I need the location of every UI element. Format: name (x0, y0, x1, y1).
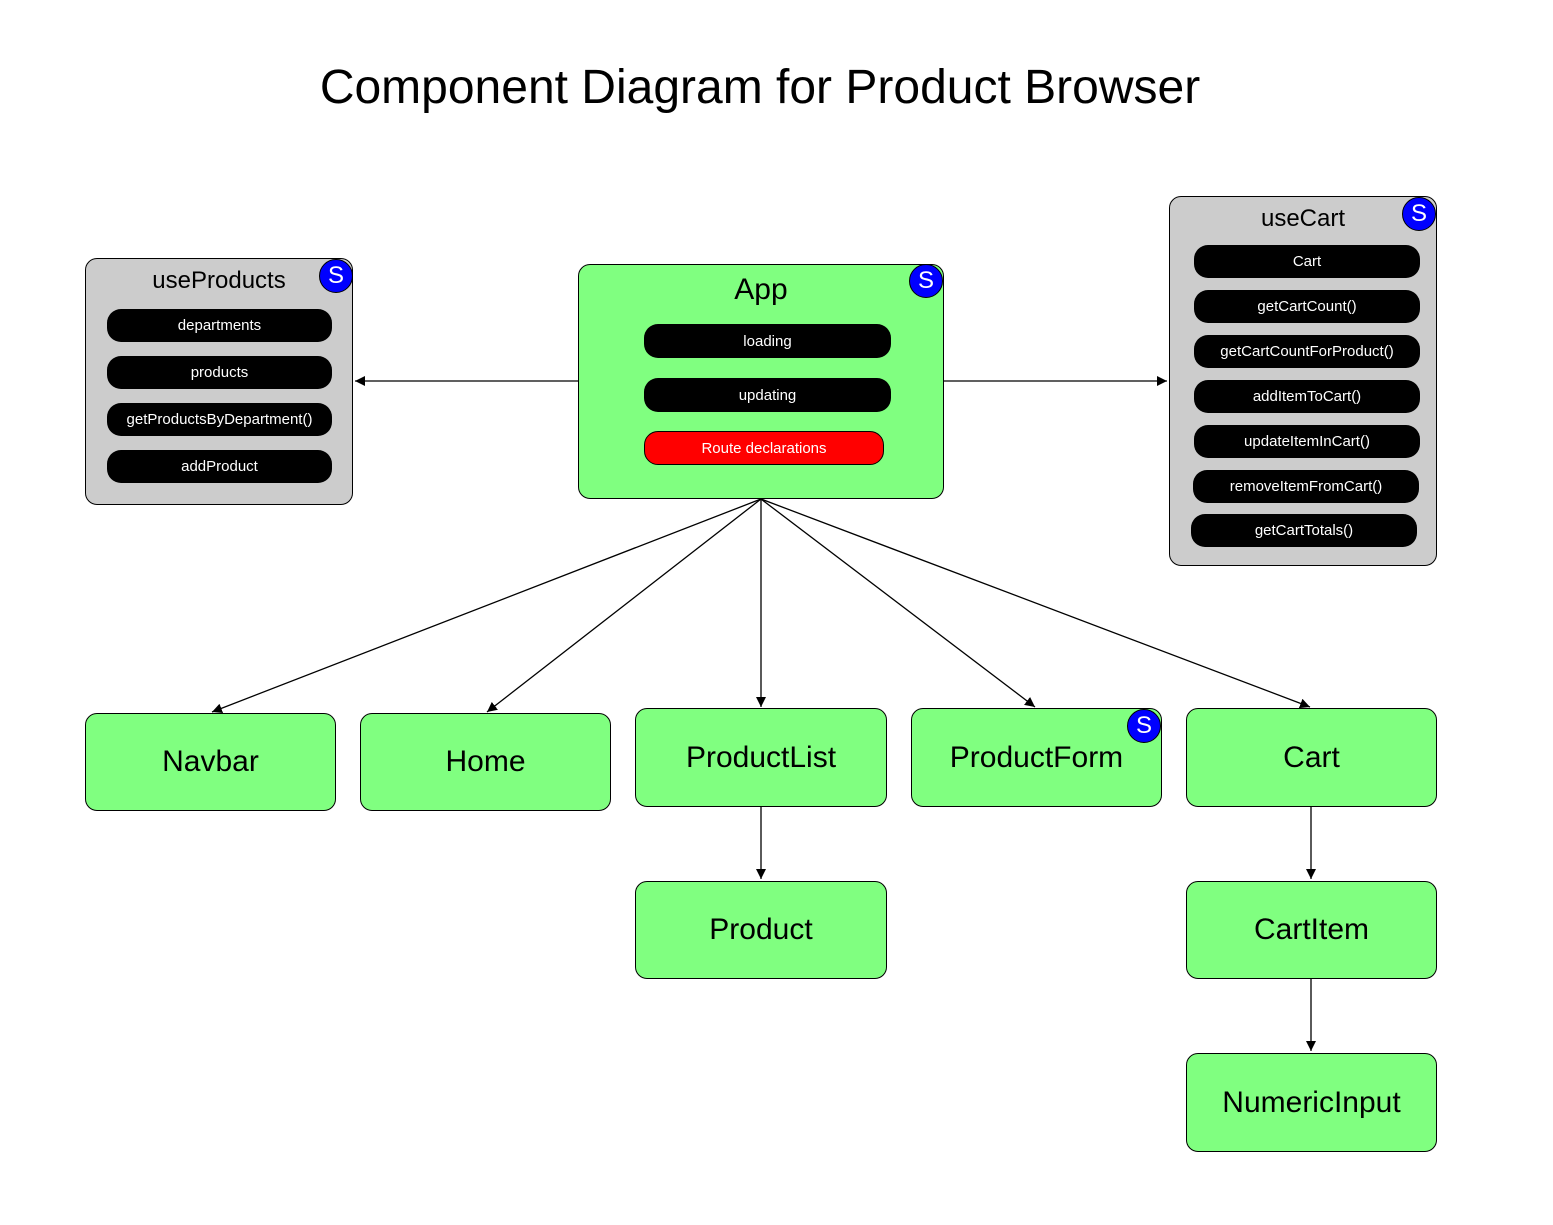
state-badge-icon: S (909, 264, 943, 298)
app-item-loading: loading (644, 324, 891, 358)
diagram-title: Component Diagram for Product Browser (319, 61, 1201, 114)
use-cart-item-remove-item-from-cart: removeItemFromCart() (1193, 470, 1419, 503)
cart-item-component: CartItem (1186, 881, 1437, 979)
numeric-input-component: NumericInput (1186, 1053, 1437, 1152)
use-cart-box: useCart Cart getCartCount() getCartCount… (1169, 196, 1437, 566)
arrow-app-to-navbar (211, 498, 762, 714)
cart-component: Cart (1186, 708, 1437, 807)
app-title: App (734, 273, 788, 306)
use-products-item-add-product: addProduct (107, 450, 332, 483)
app-item-updating: updating (644, 378, 891, 412)
home-component: Home (360, 713, 611, 811)
product-form-component: ProductForm (911, 708, 1162, 807)
state-badge-icon: S (1127, 709, 1161, 743)
use-products-item-products: products (107, 356, 332, 389)
use-cart-title: useCart (1260, 205, 1346, 232)
use-cart-item-add-item-to-cart: addItemToCart() (1194, 380, 1420, 413)
use-products-title: useProducts (152, 267, 286, 294)
arrow-app-to-home (486, 498, 762, 713)
use-products-box: useProducts departments products getProd… (85, 258, 353, 505)
product-component: Product (635, 881, 887, 979)
state-badge-icon: S (319, 259, 353, 293)
arrow-app-to-productform (760, 498, 1036, 708)
use-products-item-get-products-by-department: getProductsByDepartment() (107, 403, 332, 436)
navbar-component: Navbar (85, 713, 336, 811)
use-cart-item-get-cart-count: getCartCount() (1194, 290, 1420, 323)
app-item-route-declarations: Route declarations (644, 431, 884, 465)
use-products-item-departments: departments (107, 309, 332, 342)
use-cart-item-cart: Cart (1194, 245, 1420, 278)
use-cart-item-get-cart-totals: getCartTotals() (1191, 514, 1417, 547)
app-box: App loading updating Route declarations (578, 264, 944, 499)
state-badge-icon: S (1402, 197, 1436, 231)
arrow-app-to-cart (760, 498, 1311, 709)
product-list-component: ProductList (635, 708, 887, 807)
use-cart-item-update-item-in-cart: updateItemInCart() (1194, 425, 1420, 458)
use-cart-item-get-cart-count-for-product: getCartCountForProduct() (1194, 335, 1420, 368)
